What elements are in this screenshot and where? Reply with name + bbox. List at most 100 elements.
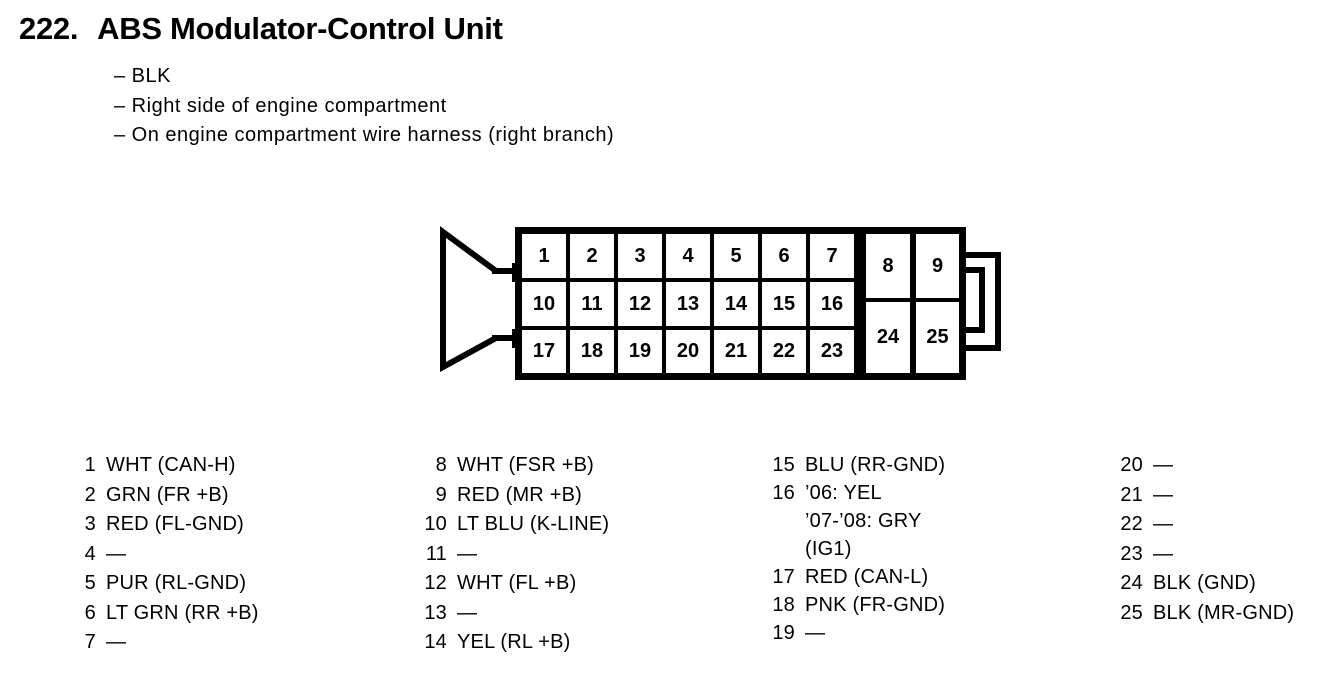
pin-number: 18 [772,594,795,616]
pin-wire-label: — [457,542,478,565]
pin-cavity-24: 24 [866,302,910,373]
pin-list-column-4: 20 — 21— 22 — 23— 24 BLK (GND) 25 BLK (MR-GN… [1115,451,1294,628]
pin-wire-label: WHT (CAN-H) [106,454,236,476]
pin-entry-8: 8 WHT (FSR +B) [419,451,609,481]
pin-wire-label: — [1153,513,1174,535]
pin-wire-label: — [106,542,127,565]
pin-number: 14 [424,631,447,653]
pin-number: 2 [84,483,96,506]
pin-entry-24: 24 BLK (GND) [1115,569,1294,599]
pin-entry-16-signal: (IG1) [767,535,945,563]
wire-harness-funnel-icon [440,226,498,373]
pin-entry-22: 22 — [1115,510,1294,540]
pin-cavity-21: 21 [714,330,758,373]
pin-cavity-12: 12 [618,282,662,326]
pin-list-column-2: 8 WHT (FSR +B) 9 RED (MR +B) 10 LT BLU (K-L… [419,451,609,658]
pin-number: 24 [1120,572,1143,594]
pin-cavity-8: 8 [866,234,910,298]
pin-number: 16 [772,482,795,504]
pin-wire-label: ’06: YEL [805,482,882,504]
pin-cavity-23: 23 [810,330,854,373]
pin-entry-15: 15 BLU (RR-GND) [767,451,945,479]
pin-number [767,507,795,535]
pin-wire-label: RED (MR +B) [457,483,582,506]
pin-list-column-3: 15 BLU (RR-GND) 16 ’06: YEL ’07-’08: GRY (… [767,451,945,647]
pin-number: 9 [435,483,447,506]
pin-cavity-20: 20 [666,330,710,373]
pin-wire-label: PUR (RL-GND) [106,572,247,594]
pin-wire-label: ’07-’08: GRY [805,510,922,532]
pin-cavity-1: 1 [522,234,566,278]
pin-cavity-13: 13 [666,282,710,326]
pin-entry-25: 25 BLK (MR-GND) [1115,599,1294,629]
note-harness: – On engine compartment wire harness (ri… [114,124,615,146]
pin-wire-label: — [1153,454,1174,476]
pin-wire-label: — [457,601,478,624]
pin-entry-16: 16 ’06: YEL [767,479,945,507]
pin-cavity-6: 6 [762,234,806,278]
pin-wire-label: BLU (RR-GND) [805,454,946,476]
pin-entry-9: 9 RED (MR +B) [419,481,609,511]
pin-entry-19: 19— [767,619,945,647]
pin-cavity-7: 7 [810,234,854,278]
pin-cavity-25: 25 [916,302,959,373]
pin-number: 20 [1120,454,1143,476]
note-location: – Right side of engine compartment [114,94,447,117]
pin-number [767,535,795,563]
section-title: ABS Modulator-Control Unit [97,11,503,46]
pin-entry-7: 7— [68,628,259,658]
pin-wire-label: WHT (FSR +B) [457,454,595,476]
pin-cavity-5: 5 [714,234,758,278]
pin-entry-4: 4— [68,540,259,570]
pin-number: 3 [84,513,96,535]
pin-cavity-18: 18 [570,330,614,373]
pin-entry-1: 1 WHT (CAN-H) [68,451,259,481]
pin-entry-3: 3 RED (FL-GND) [68,510,259,540]
note-wire-color: – BLK [114,65,171,87]
pin-cavity-10: 10 [522,282,566,326]
pin-cavity-4: 4 [666,234,710,278]
pin-number: 5 [84,572,96,594]
pin-cavity-16: 16 [810,282,854,326]
pin-wire-label: YEL (RL +B) [457,631,571,653]
pin-entry-5: 5 PUR (RL-GND) [68,569,259,599]
pin-number: 22 [1120,513,1143,535]
pin-wire-label: (IG1) [805,538,852,560]
pin-wire-label: LT BLU (K-LINE) [457,513,610,535]
pin-entry-13: 13— [419,599,609,629]
pin-number: 17 [772,566,795,588]
pin-number: 25 [1120,601,1143,624]
connector-latch-outer [960,252,1001,351]
pin-number: 6 [84,601,96,624]
pin-entry-11: 11— [419,540,609,570]
pin-cavity-9: 9 [916,234,959,298]
connector-notes: – BLK – Right side of engine compartment… [114,62,614,151]
pin-entry-23: 23— [1115,540,1294,570]
pin-cavity-11: 11 [570,282,614,326]
pin-wire-label: LT GRN (RR +B) [106,601,259,624]
connector-body: 1 2 3 4 5 6 7 10 11 12 13 14 15 16 17 18… [515,227,966,380]
pin-cavity-17: 17 [522,330,566,373]
pin-number: 1 [84,454,96,476]
pin-number: 8 [435,454,447,476]
pin-number: 10 [424,513,447,535]
pin-number: 12 [424,572,447,594]
pin-cavity-2: 2 [570,234,614,278]
pin-number: 15 [772,454,795,476]
pin-entry-14: 14 YEL (RL +B) [419,628,609,658]
pin-wire-label: BLK (MR-GND) [1153,601,1295,624]
pin-wire-label: RED (FL-GND) [106,513,244,535]
section-number: 222. [19,11,79,46]
pin-wire-label: — [1153,542,1174,565]
page-title: 222. ABS Modulator-Control Unit [19,11,503,47]
pin-entry-21: 21— [1115,481,1294,511]
pin-wire-label: — [1153,483,1174,506]
pin-wire-label: BLK (GND) [1153,572,1256,594]
pin-wire-label: — [106,631,127,653]
